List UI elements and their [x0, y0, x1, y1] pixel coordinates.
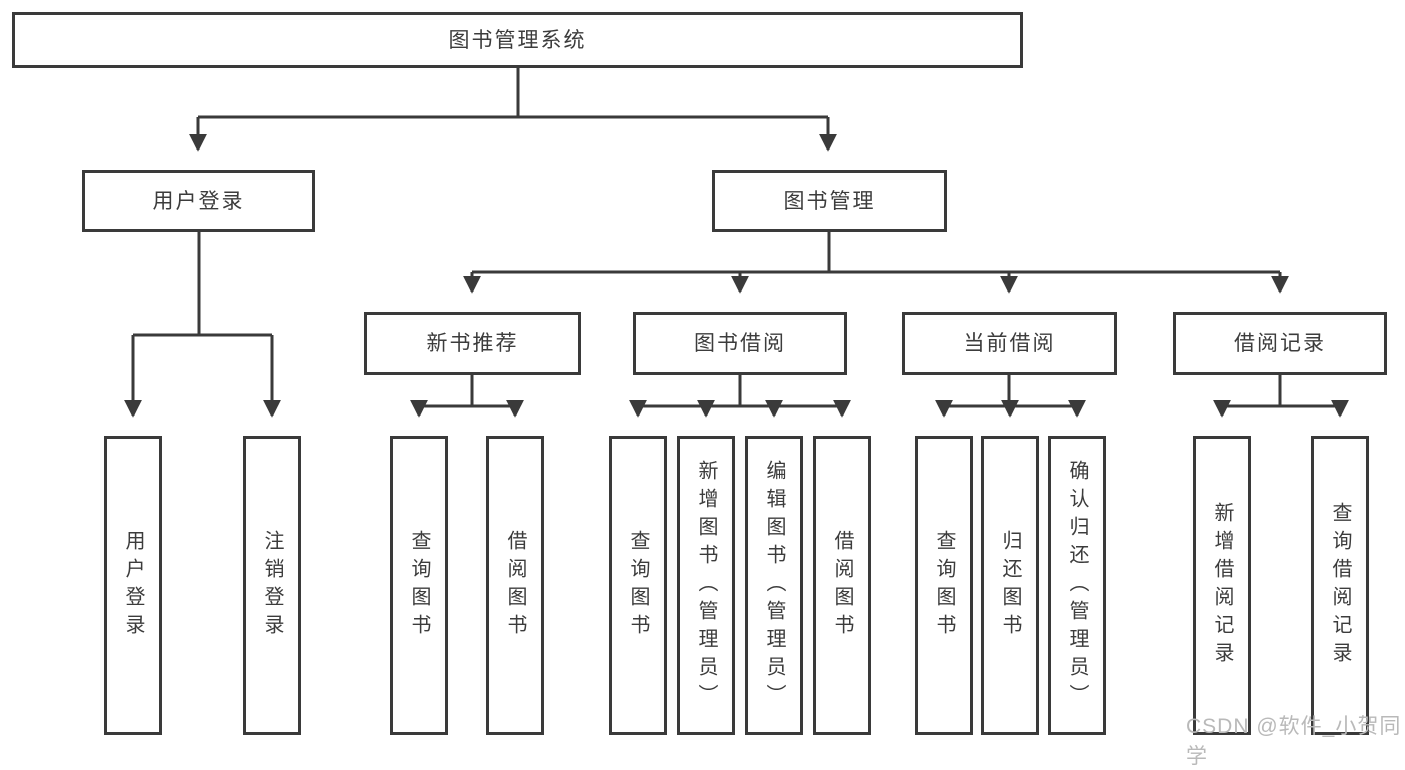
leaf-borrow-add-admin: 新增图书（管理员） [677, 436, 735, 735]
leaf-borrow-edit-admin: 编辑图书（管理员） [745, 436, 803, 735]
leaf-records-add: 新增借阅记录 [1193, 436, 1251, 735]
leaf-borrow-query: 查询图书 [609, 436, 667, 735]
node-root: 图书管理系统 [12, 12, 1023, 68]
leaf-logout: 注销登录 [243, 436, 301, 735]
leaf-current-query: 查询图书 [915, 436, 973, 735]
node-user-login: 用户登录 [82, 170, 315, 232]
node-new-book-recommend: 新书推荐 [364, 312, 581, 375]
node-borrow-records: 借阅记录 [1173, 312, 1387, 375]
leaf-current-return: 归还图书 [981, 436, 1039, 735]
node-current-borrow: 当前借阅 [902, 312, 1117, 375]
leaf-borrow-borrow: 借阅图书 [813, 436, 871, 735]
watermark: CSDN @软件_小贺同学 [1186, 715, 1402, 768]
node-book-borrow: 图书借阅 [633, 312, 847, 375]
connector-lines [124, 68, 1349, 418]
leaf-newbooks-query: 查询图书 [390, 436, 448, 735]
node-book-management: 图书管理 [712, 170, 947, 232]
leaf-user-login: 用户登录 [104, 436, 162, 735]
leaf-current-confirm-admin: 确认归还（管理员） [1048, 436, 1106, 735]
leaf-records-query: 查询借阅记录 [1311, 436, 1369, 735]
leaf-newbooks-borrow: 借阅图书 [486, 436, 544, 735]
